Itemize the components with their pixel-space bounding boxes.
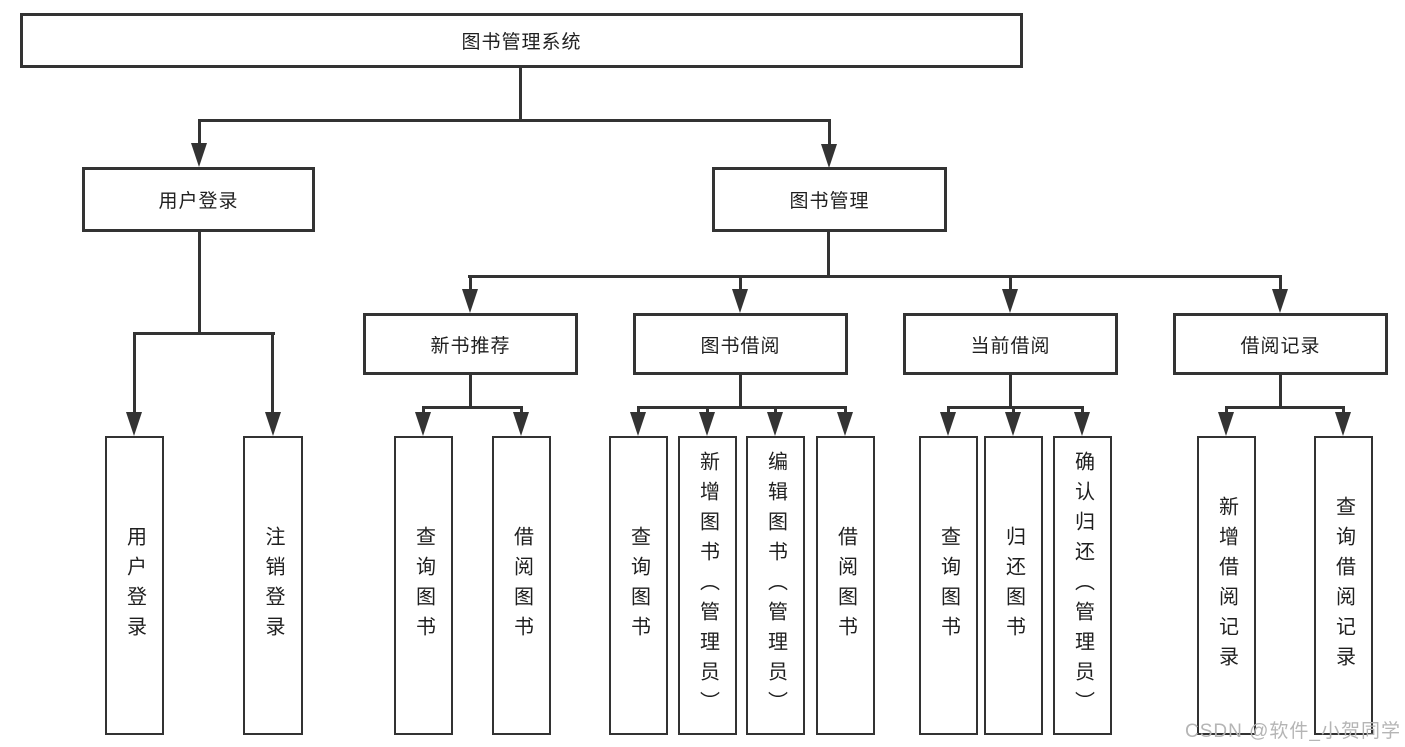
arrow-down-icon (1218, 412, 1234, 436)
arrow-down-icon (1074, 412, 1090, 436)
arrow-down-icon (1335, 412, 1351, 436)
connector-mgmt-stem (827, 232, 830, 277)
connector-leaf-stub (774, 406, 777, 416)
node-current-borrow: 当前借阅 (903, 313, 1118, 375)
arrow-down-icon (191, 143, 207, 167)
arrow-down-icon (1002, 289, 1018, 313)
connector-level1-bar (198, 119, 831, 122)
leaf-user-login: 用户登录 (105, 436, 164, 735)
leaf-add-borrow-record: 新增借阅记录 (1197, 436, 1256, 735)
csdn-watermark: CSDN @软件_小贺同学 (1185, 721, 1401, 742)
connector-mgmt-stub (828, 119, 831, 146)
node-book-management: 图书管理 (712, 167, 947, 232)
arrow-down-icon (126, 412, 142, 436)
connector-borrow-bar (637, 406, 847, 409)
arrow-down-icon (767, 412, 783, 436)
leaf-query-books-recommend: 查询图书 (394, 436, 453, 735)
leaf-query-books-borrow: 查询图书 (609, 436, 668, 735)
connector-leaf-stub (1081, 406, 1084, 416)
arrow-down-icon (940, 412, 956, 436)
connector-leaf-stub (1225, 406, 1228, 416)
leaf-borrow-books-recommend: 借阅图书 (492, 436, 551, 735)
arrow-down-icon (699, 412, 715, 436)
connector-current-bar (947, 406, 1084, 409)
leaf-logout: 注销登录 (243, 436, 303, 735)
arrow-down-icon (265, 412, 281, 436)
arrow-down-icon (630, 412, 646, 436)
node-book-borrow: 图书借阅 (633, 313, 848, 375)
arrow-down-icon (837, 412, 853, 436)
leaf-add-book-admin: 新增图书（管理员） (678, 436, 737, 735)
leaf-confirm-return-admin: 确认归还（管理员） (1053, 436, 1112, 735)
connector-records-bar (1225, 406, 1345, 409)
arrow-down-icon (1005, 412, 1021, 436)
node-user-login: 用户登录 (82, 167, 315, 232)
leaf-query-borrow-record: 查询借阅记录 (1314, 436, 1373, 735)
arrow-down-icon (513, 412, 529, 436)
connector-section-stub (1009, 275, 1012, 291)
connector-level3-bar (468, 275, 1282, 278)
connector-login-leaf-stub (133, 332, 136, 412)
node-borrow-records: 借阅记录 (1173, 313, 1388, 375)
arrow-down-icon (415, 412, 431, 436)
connector-section-stub (739, 275, 742, 291)
arrow-down-icon (732, 289, 748, 313)
arrow-down-icon (1272, 289, 1288, 313)
connector-login-stem (198, 232, 201, 335)
connector-leaf-stub (520, 406, 523, 416)
connector-leaf-stub (637, 406, 640, 416)
leaf-return-book: 归还图书 (984, 436, 1043, 735)
arrow-down-icon (821, 144, 837, 168)
connector-login-leaf-stub (271, 332, 274, 412)
connector-leaf-stub (947, 406, 950, 416)
leaf-query-books-current: 查询图书 (919, 436, 978, 735)
connector-login-stub (198, 119, 201, 145)
connector-current-stem (1009, 375, 1012, 409)
node-new-book-recommend: 新书推荐 (363, 313, 578, 375)
connector-newbook-stem (469, 375, 472, 409)
leaf-borrow-books: 借阅图书 (816, 436, 875, 735)
connector-leaf-stub (844, 406, 847, 416)
connector-leaf-stub (1012, 406, 1015, 416)
connector-leaf-stub (422, 406, 425, 416)
connector-leaf-stub (1342, 406, 1345, 416)
connector-leaf-stub (706, 406, 709, 416)
connector-records-stem (1279, 375, 1282, 409)
connector-root-stem (519, 68, 522, 119)
connector-login-bar (133, 332, 275, 335)
connector-section-stub (1279, 275, 1282, 291)
arrow-down-icon (462, 289, 478, 313)
node-root: 图书管理系统 (20, 13, 1023, 68)
leaf-edit-book-admin: 编辑图书（管理员） (746, 436, 805, 735)
connector-newbook-bar (422, 406, 523, 409)
connector-borrow-stem (739, 375, 742, 409)
connector-section-stub (469, 275, 472, 291)
